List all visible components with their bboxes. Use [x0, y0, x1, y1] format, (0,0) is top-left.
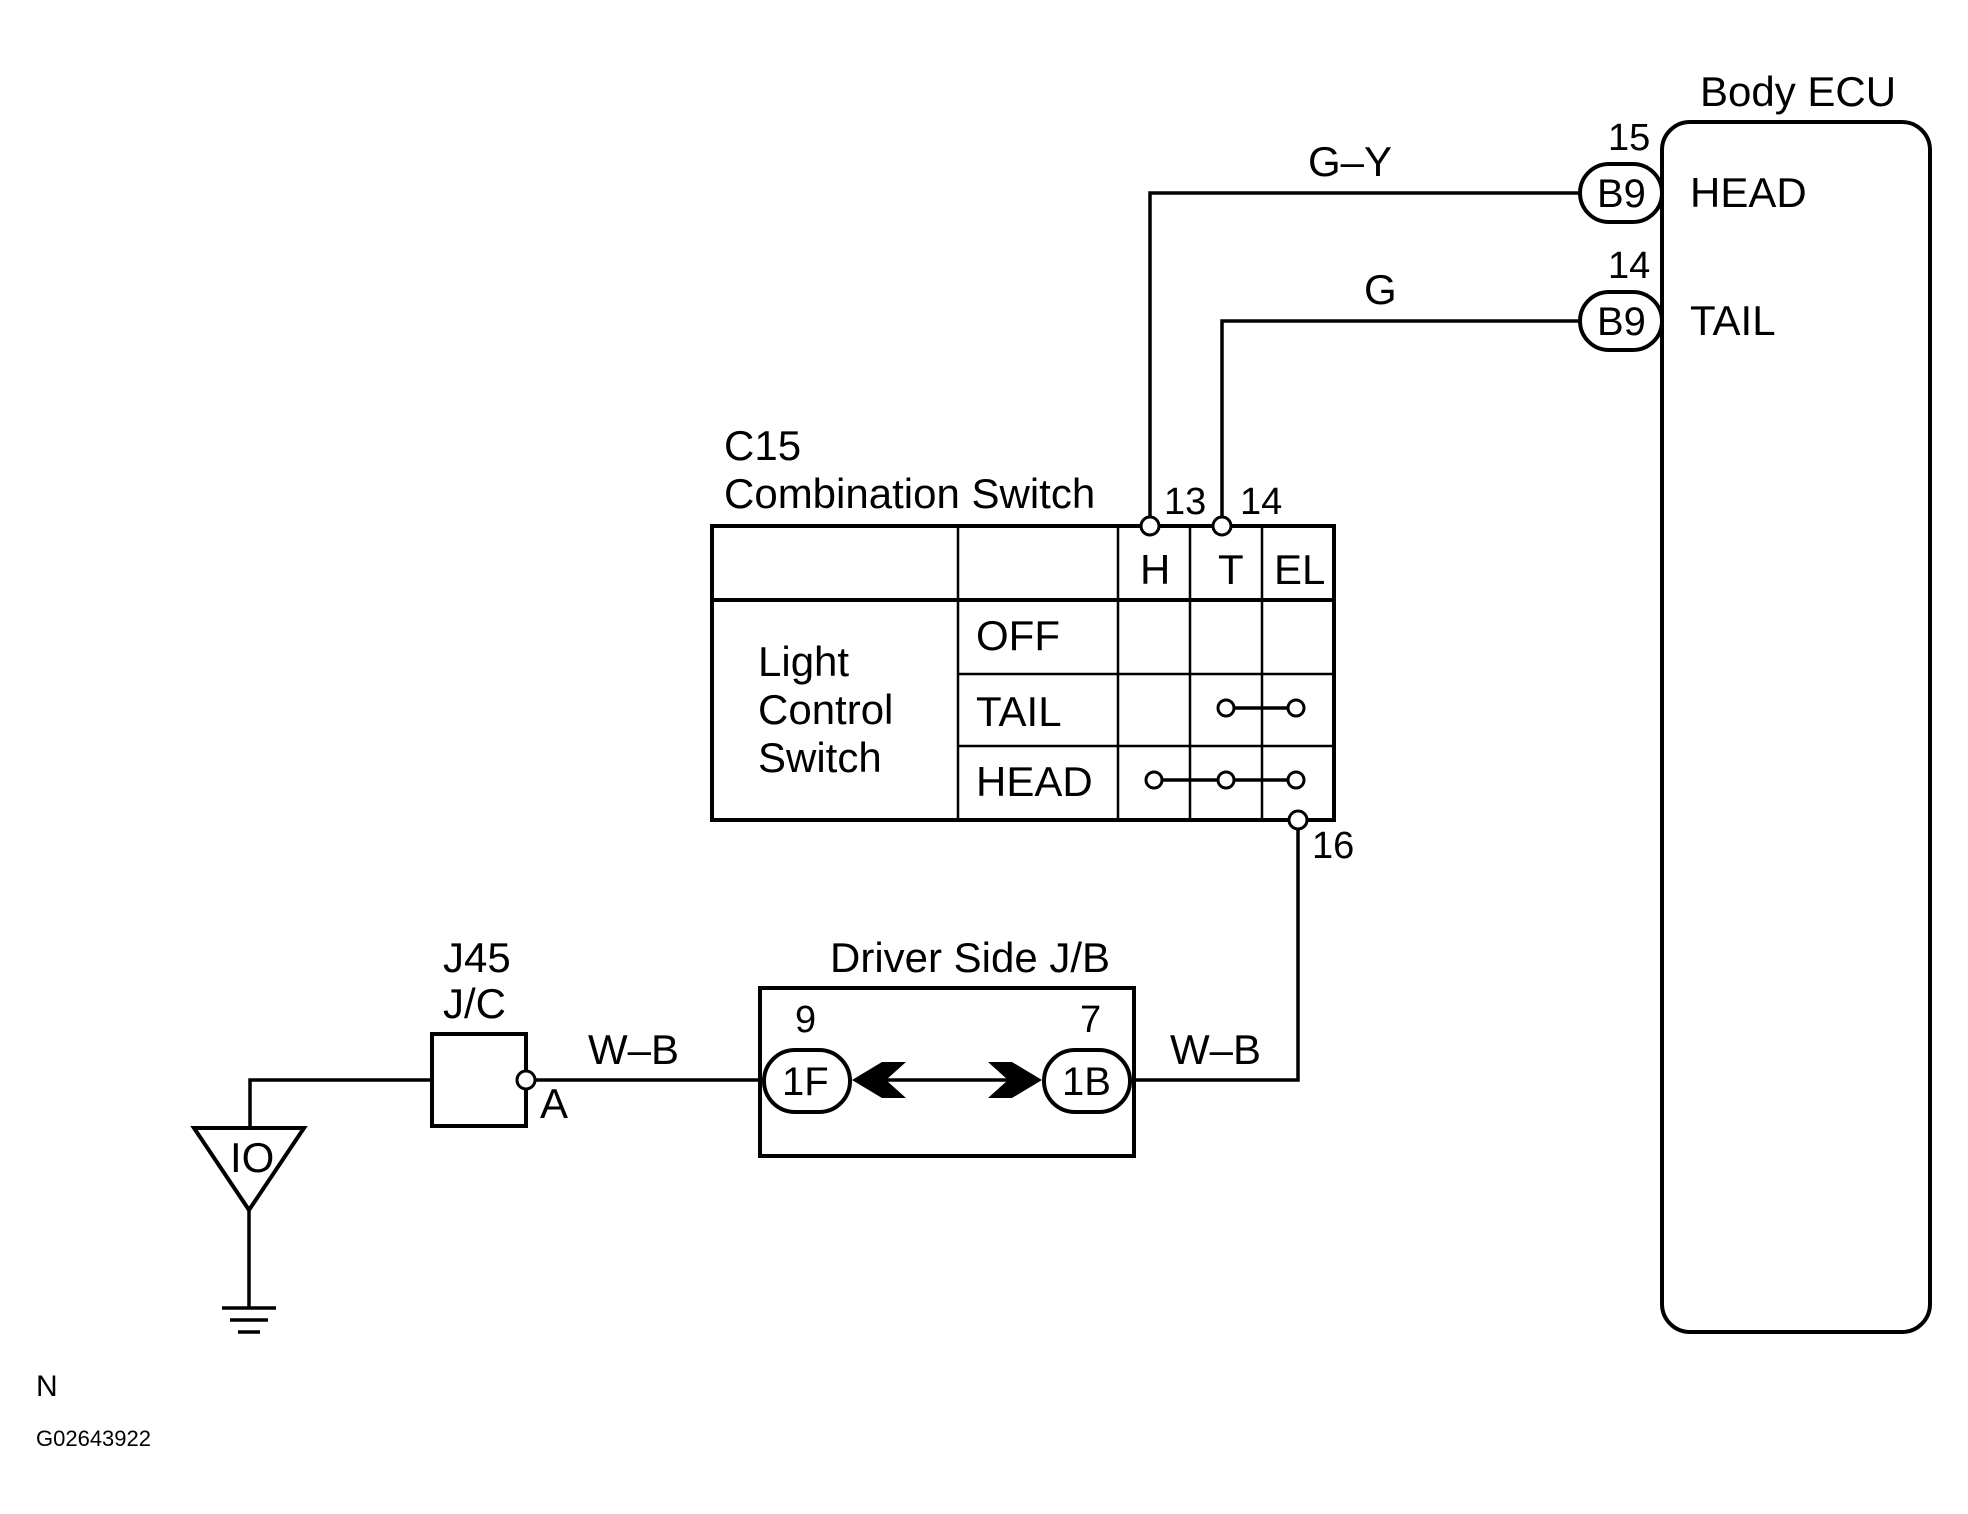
jb-left-pin-number: 9 — [795, 999, 816, 1041]
ground-wire — [248, 1078, 432, 1128]
switch-name: Combination Switch — [724, 470, 1095, 517]
head-wire — [1148, 191, 1580, 526]
ecu-head-terminal-label: HEAD — [1690, 169, 1807, 216]
ground-triangle — [190, 1126, 308, 1214]
switch-row-tail: TAIL — [976, 688, 1062, 735]
ground-icon — [222, 1306, 276, 1334]
jb-left-connector-label: 1F — [782, 1060, 829, 1104]
switch-pin-h-number: 13 — [1164, 481, 1206, 523]
jc-code: J45 — [443, 934, 511, 981]
tail-wire — [1220, 319, 1580, 526]
ground-label: IO — [230, 1134, 274, 1181]
footer-figure-id: G02643922 — [36, 1426, 151, 1451]
switch-row-off: OFF — [976, 612, 1060, 659]
switch-terminal-14 — [1211, 515, 1233, 537]
switch-row-head: HEAD — [976, 758, 1093, 805]
jb-box — [758, 986, 1136, 1158]
ecu-wires: G–Y G — [1148, 138, 1580, 526]
ecu-head-connector-label: B9 — [1597, 172, 1646, 216]
jb-to-switch-wire-color: W–B — [1170, 1026, 1261, 1073]
jb-right-connector-label: 1B — [1062, 1060, 1111, 1104]
head-wire-color: G–Y — [1308, 138, 1392, 185]
jb-left-chevron — [852, 1062, 906, 1098]
tail-wire-color: G — [1364, 266, 1397, 313]
jb-right-pin-number: 7 — [1080, 999, 1101, 1041]
ecu-tail-connector-label: B9 — [1597, 300, 1646, 344]
jb-title: Driver Side J/B — [830, 934, 1110, 981]
junction-connector: J45 J/C A — [430, 934, 568, 1128]
tail-continuity — [1216, 698, 1306, 718]
head-continuity — [1144, 770, 1306, 790]
driver-side-junction-block: Driver Side J/B 9 1F 7 1B — [758, 934, 1136, 1158]
jc-terminal-a — [515, 1069, 537, 1091]
switch-pin-el-number: 16 — [1312, 825, 1354, 867]
combination-switch: C15 Combination Switch 13 14 16 H T EL L… — [710, 422, 1354, 867]
switch-col-t: T — [1218, 546, 1244, 593]
jb-right-connector — [1042, 1048, 1132, 1114]
jb-right-chevron — [988, 1062, 1042, 1098]
switch-col-el: EL — [1274, 546, 1325, 593]
footer-region: N — [36, 1370, 58, 1403]
jc-to-jb-wire-color: W–B — [588, 1026, 679, 1073]
jc-type: J/C — [443, 980, 506, 1027]
body-ecu-title: Body ECU — [1700, 68, 1896, 115]
switch-terminal-13 — [1139, 515, 1161, 537]
switch-col-h: H — [1140, 546, 1170, 593]
switch-code: C15 — [724, 422, 801, 469]
jc-terminal-label: A — [540, 1080, 568, 1127]
switch-group-line3: Switch — [758, 734, 882, 781]
switch-pin-t-number: 14 — [1240, 481, 1282, 523]
jc-box — [430, 1032, 528, 1128]
switch-terminal-16 — [1287, 809, 1309, 831]
body-ecu: Body ECU 15 B9 HEAD 14 B9 TAIL — [1578, 68, 1932, 1334]
jb-to-switch-wire — [1134, 829, 1300, 1082]
ecu-tail-terminal-label: TAIL — [1690, 297, 1776, 344]
ecu-tail-pin-number: 14 — [1608, 245, 1650, 287]
switch-group-line1: Light — [758, 638, 849, 685]
ground-point: IO — [190, 1126, 308, 1334]
ecu-head-pin-number: 15 — [1608, 117, 1650, 159]
switch-group-line2: Control — [758, 686, 893, 733]
